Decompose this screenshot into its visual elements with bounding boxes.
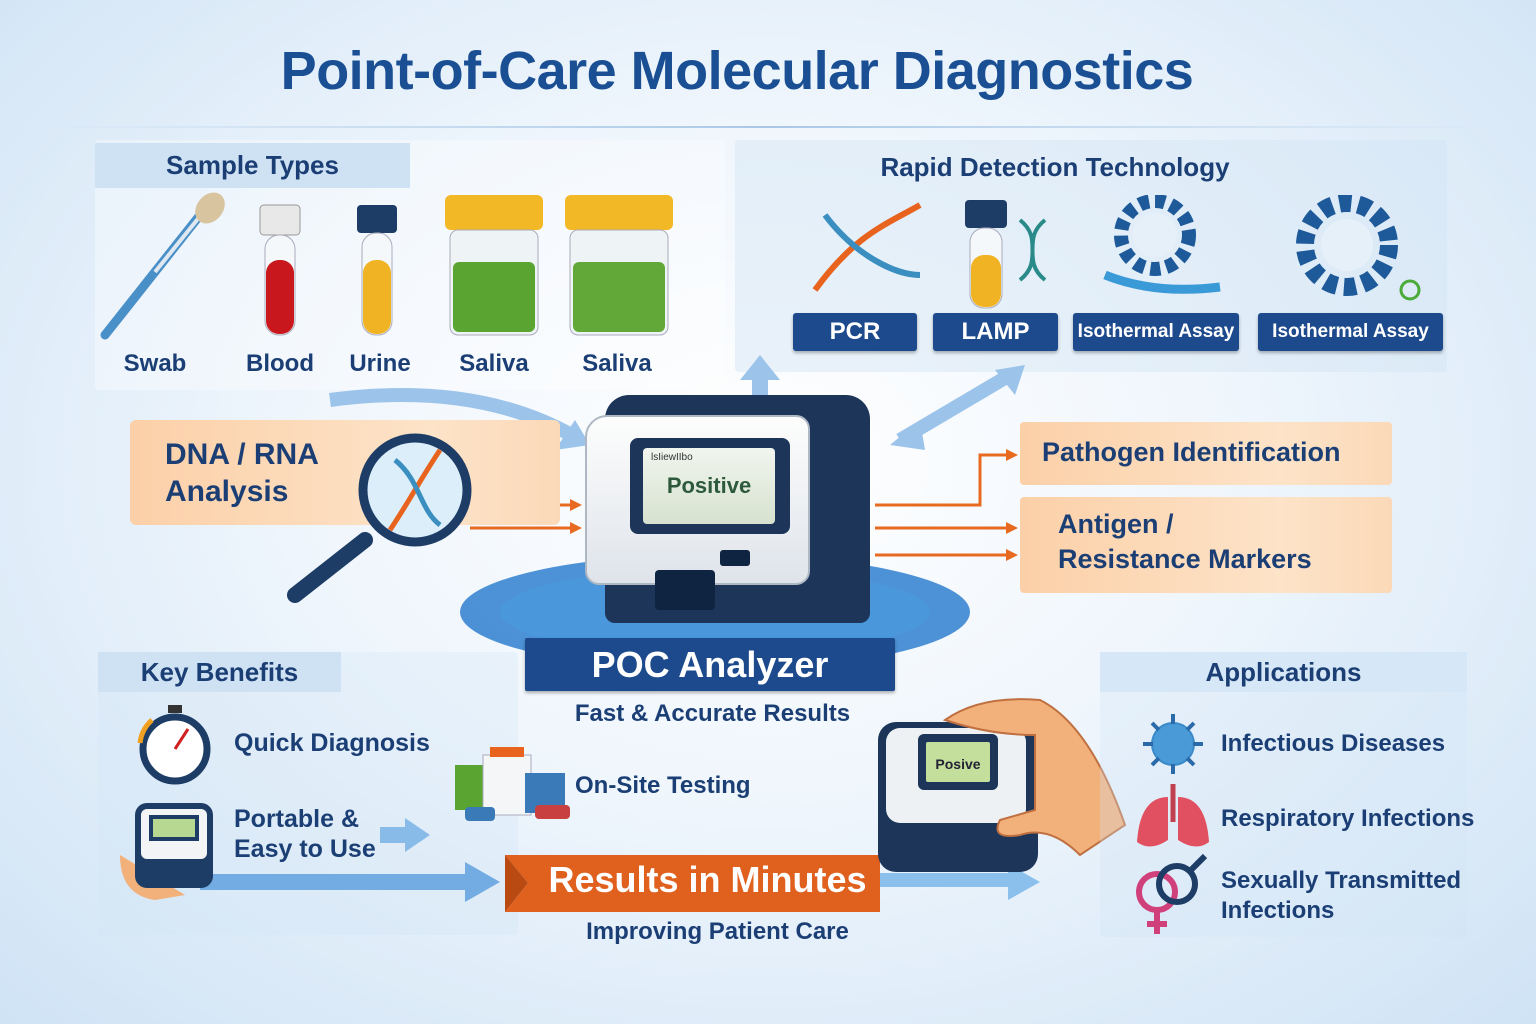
sample-types-header: Sample Types [95,143,410,188]
analysis-line2: Analysis [165,475,289,508]
title-divider [40,126,1496,128]
handheld-device-icon [120,803,213,900]
antigen-line1: Antigen / [1058,509,1174,539]
page-title: Point-of-Care Molecular Diagnostics [280,41,1194,101]
application-infectious: Infectious Diseases [1221,730,1446,757]
tech-badge-pcr: PCR [793,313,917,351]
sample-label: Swab [123,350,187,377]
magnifier-dna-icon [287,433,472,603]
handheld-screen-result: Posive [926,742,990,782]
pathogen-identification-box: Pathogen Identification [1020,422,1392,485]
virus-icon [1143,714,1203,774]
lungs-icon [1137,784,1209,847]
analyzer-subtitle: Fast & Accurate Results [574,700,851,727]
sample-label: Saliva [459,350,529,377]
tube-dna-icon [965,200,1047,309]
application-sti-line1: Sexually Transmitted [1221,867,1462,894]
banner-subtitle: Improving Patient Care [586,918,849,945]
cartridge-slot [655,570,715,610]
urine-tube-icon [357,205,397,336]
detection-illustrations [812,195,1421,309]
blood-tube-icon [259,204,301,336]
analysis-line1: DNA / RNA [165,438,319,471]
sample-label: Urine [349,350,411,377]
results-banner-shape [505,855,880,912]
tech-badge-isothermal: Isothermal Assay [1258,313,1443,351]
hand-icon [942,698,1127,857]
sample-label: Saliva [582,350,652,377]
dna-helix-icon [812,202,922,292]
application-sti-line2: Infections [1221,897,1335,924]
benefit-on-site-testing: On-Site Testing [575,772,751,799]
benefits-header: Key Benefits [98,652,341,692]
benefit-quick-diagnosis: Quick Diagnosis [234,729,430,757]
poc-analyzer-device: lsIiewIIbo Positive [585,395,870,623]
screen-header: lsIiewIIbo [651,452,693,463]
benefit-portable-line2: Easy to Use [234,835,376,863]
screen-result: Positive [666,473,752,498]
tech-badge-isothermal: Isothermal Assay [1073,313,1239,351]
applications-header: Applications [1100,652,1467,692]
saliva-jar-icon [565,195,673,336]
detection-header: Rapid Detection Technology [880,152,1230,182]
gender-symbols-icon [1136,853,1208,934]
results-banner: Results in Minutes [548,859,867,900]
sample-label: Blood [246,350,314,377]
tech-badge-lamp: LAMP [933,313,1058,351]
application-respiratory: Respiratory Infections [1221,805,1475,832]
pathogen-identification-label: Pathogen Identification [1042,437,1341,467]
clinic-icon [455,747,570,821]
dna-rna-analysis-box: DNA / RNA Analysis [130,420,560,525]
antigen-line2: Resistance Markers [1058,544,1312,574]
stopwatch-icon [137,705,211,785]
gear-icon [1103,195,1221,294]
card-slot [720,550,750,566]
handheld-analyzer: Posive [878,722,1038,872]
gear-icon [1296,195,1421,301]
saliva-jar-icon [445,195,543,336]
sample-illustrations [100,192,673,340]
benefit-portable-line1: Portable & [234,805,360,833]
application-icons [1136,714,1209,934]
poc-analyzer-label: POC Analyzer [525,638,895,691]
antigen-markers-box: Antigen / Resistance Markers [1020,497,1392,593]
swab-icon [100,192,225,340]
